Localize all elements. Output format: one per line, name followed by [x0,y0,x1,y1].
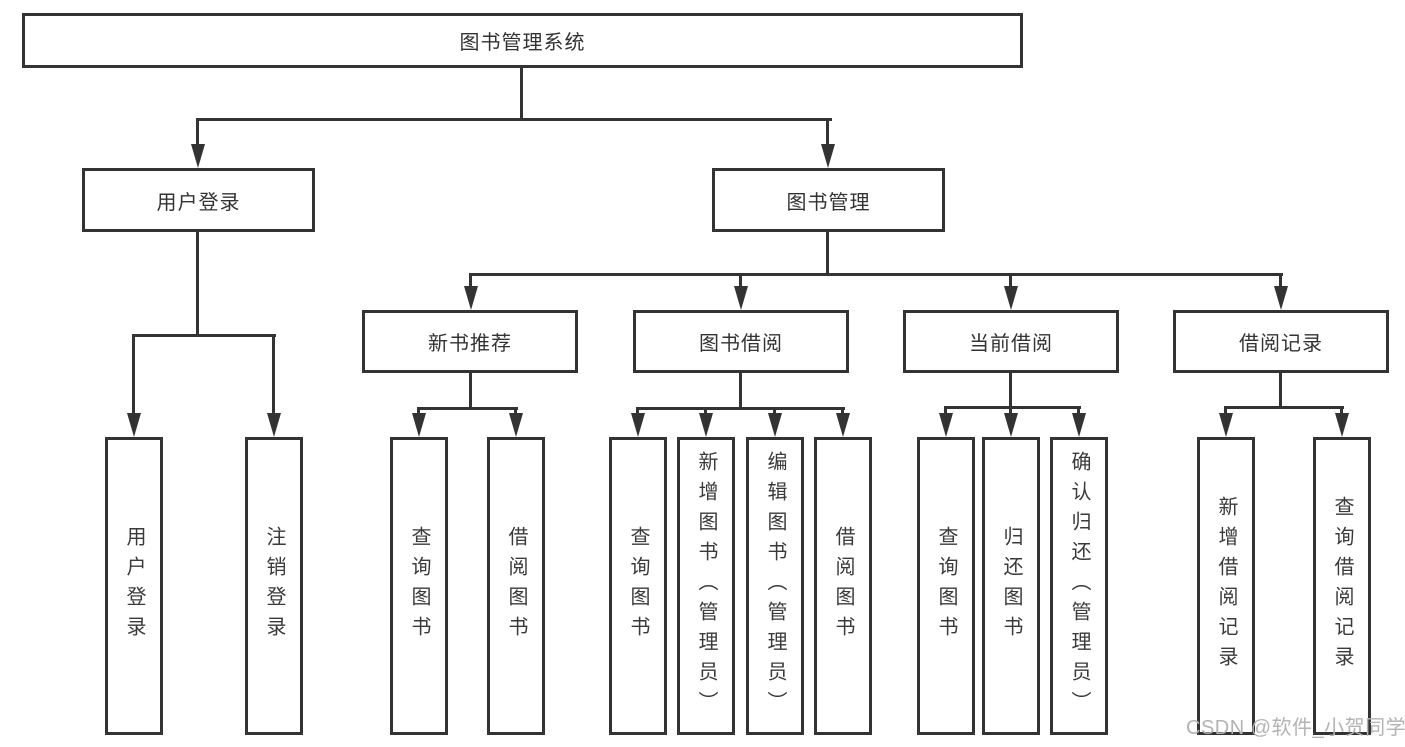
arrowhead-down-icon [1274,286,1288,310]
connector-line [1279,373,1282,409]
connector-line [841,407,844,416]
arrowhead-down-icon [768,413,782,437]
connector-line [272,334,275,414]
node-new-book-recommend: 新书推荐 [362,310,578,373]
arrowhead-down-icon [821,144,835,168]
node-label: 当前借阅 [969,333,1053,355]
node-leaf-rec-borrow-books: 借阅图书 [487,437,545,735]
connector-line [417,407,518,410]
node-label: 确认归还（管理员） [1068,451,1090,721]
connector-line [132,334,276,337]
connector-line [1009,406,1012,416]
node-leaf-br-add-record: 新增借阅记录 [1197,437,1255,735]
node-label: 用户登录 [123,526,145,646]
connector-line [636,407,845,410]
arrowhead-down-icon [631,413,645,437]
arrowhead-down-icon [267,413,281,437]
node-leaf-cb-query-books: 查询图书 [917,437,975,735]
node-label: 借阅图书 [832,526,854,646]
arrowhead-down-icon [412,413,426,437]
node-label: 用户登录 [156,191,241,214]
connector-line [1224,406,1344,409]
node-leaf-bb-query-books: 查询图书 [609,437,667,735]
node-leaf-br-query-record: 查询借阅记录 [1313,437,1371,735]
node-label: 归还图书 [1000,526,1022,646]
arrowhead-down-icon [699,413,713,437]
node-leaf-rec-query-books: 查询图书 [390,437,448,735]
connector-line [1009,273,1012,289]
node-leaf-user-login: 用户登录 [105,437,163,735]
node-leaf-bb-borrow-books: 借阅图书 [814,437,872,735]
connector-line [1077,406,1080,416]
arrowhead-down-icon [836,413,850,437]
connector-line [826,118,829,146]
connector-line [196,232,199,337]
arrowhead-down-icon [734,286,748,310]
connector-line [739,273,742,289]
connector-line [1224,406,1227,416]
connector-line [514,407,517,416]
connector-line [826,232,829,276]
arrowhead-down-icon [1004,286,1018,310]
connector-line [196,118,199,146]
node-current-borrowing: 当前借阅 [903,310,1119,373]
arrowhead-down-icon [1004,413,1018,437]
node-leaf-logout: 注销登录 [245,437,303,735]
connector-line [469,373,472,410]
csdn-watermark: CSDN @软件_小贺同学 [1186,717,1405,739]
connector-line [704,407,707,416]
connector-line [1279,273,1282,289]
connector-line [132,334,135,414]
node-label: 查询图书 [408,526,430,646]
node-label: 查询借阅记录 [1331,496,1353,676]
arrowhead-down-icon [127,413,141,437]
node-label: 注销登录 [263,526,285,646]
node-label: 新增借阅记录 [1215,496,1237,676]
arrowhead-down-icon [1335,413,1349,437]
connector-line [520,68,523,120]
arrowhead-down-icon [1072,413,1086,437]
connector-line [944,406,947,416]
node-label: 借阅图书 [505,526,527,646]
connector-line [196,118,832,121]
connector-line [636,407,639,416]
node-borrowing-records: 借阅记录 [1173,310,1389,373]
node-book-borrowing: 图书借阅 [633,310,849,373]
node-label: 查询图书 [627,526,649,646]
node-label: 图书管理系统 [459,32,586,54]
node-book-management: 图书管理 [712,168,945,232]
connector-line [469,273,472,289]
node-label: 新增图书（管理员） [695,451,717,721]
arrowhead-down-icon [464,286,478,310]
connector-line [739,373,742,410]
arrowhead-down-icon [939,413,953,437]
connector-line [469,273,1283,276]
connector-line [1340,406,1343,416]
node-user-login: 用户登录 [82,168,315,232]
node-leaf-cb-confirm-return-admin: 确认归还（管理员） [1050,437,1108,735]
arrowhead-down-icon [509,413,523,437]
node-leaf-cb-return-books: 归还图书 [982,437,1040,735]
connector-line [944,406,1081,409]
node-label: 查询图书 [935,526,957,646]
node-label: 新书推荐 [428,333,512,355]
node-label: 编辑图书（管理员） [764,451,786,721]
arrowhead-down-icon [1219,413,1233,437]
node-label: 借阅记录 [1239,333,1323,355]
node-label: 图书管理 [786,191,871,214]
arrowhead-down-icon [191,144,205,168]
node-leaf-bb-edit-books-admin: 编辑图书（管理员） [746,437,804,735]
connector-line [1009,373,1012,409]
node-book-management-system: 图书管理系统 [22,13,1023,68]
node-leaf-bb-add-books-admin: 新增图书（管理员） [677,437,735,735]
connector-line [417,407,420,416]
connector-line [773,407,776,416]
node-label: 图书借阅 [699,333,783,355]
